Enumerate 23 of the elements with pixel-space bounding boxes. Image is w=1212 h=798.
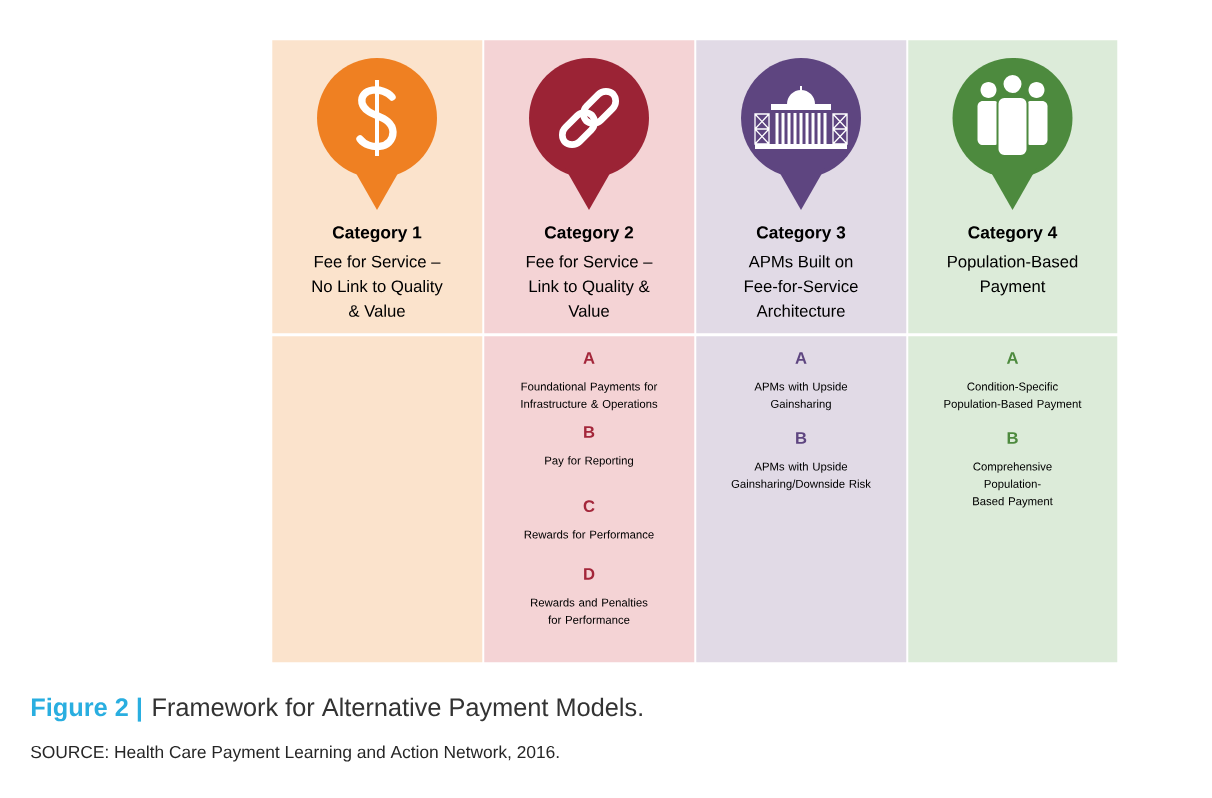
subcategory-text: Rewards for Performance [524, 530, 654, 539]
subcategory-text: APMs with Upside Gainsharing [754, 382, 848, 411]
subcategory-letter: D [584, 568, 595, 580]
subcategory-text: APMs with Upside Gainsharing/Downside Risk [731, 462, 871, 491]
subcategory-letter: A [583, 352, 595, 364]
subcategory-letter: B [1007, 432, 1018, 444]
subcategory-text: Foundational Payments for Infrastructure & Operations [521, 382, 658, 411]
subcategory-letter: B [796, 432, 807, 444]
subcategory-panel [484, 336, 695, 663]
subcategory-text: Pay for Reporting [545, 456, 633, 467]
subcategory-panel [908, 336, 1118, 663]
subcategory-letter: C [583, 500, 595, 513]
subcategory-panel [696, 336, 907, 663]
subcategory-letter: B [584, 426, 595, 438]
subcategory-text: Condition-Specific Population-Based Payment [944, 382, 1082, 411]
subcategory-text: Rewards and Penalties for Performance [531, 598, 648, 624]
empty-panel [272, 336, 483, 663]
caption: Framework for Alternative Payment Models. [153, 697, 642, 722]
source-note: SOURCE: Health Care Payment Learning and Action Network, 2016. [31, 745, 559, 762]
subcategory-letter: A [1006, 352, 1019, 364]
figure-number: Figure 2 | [31, 697, 141, 722]
subcategory-letter: A [795, 352, 807, 364]
subcategory-text: Comprehensive Population-Based Payment [973, 462, 1053, 508]
